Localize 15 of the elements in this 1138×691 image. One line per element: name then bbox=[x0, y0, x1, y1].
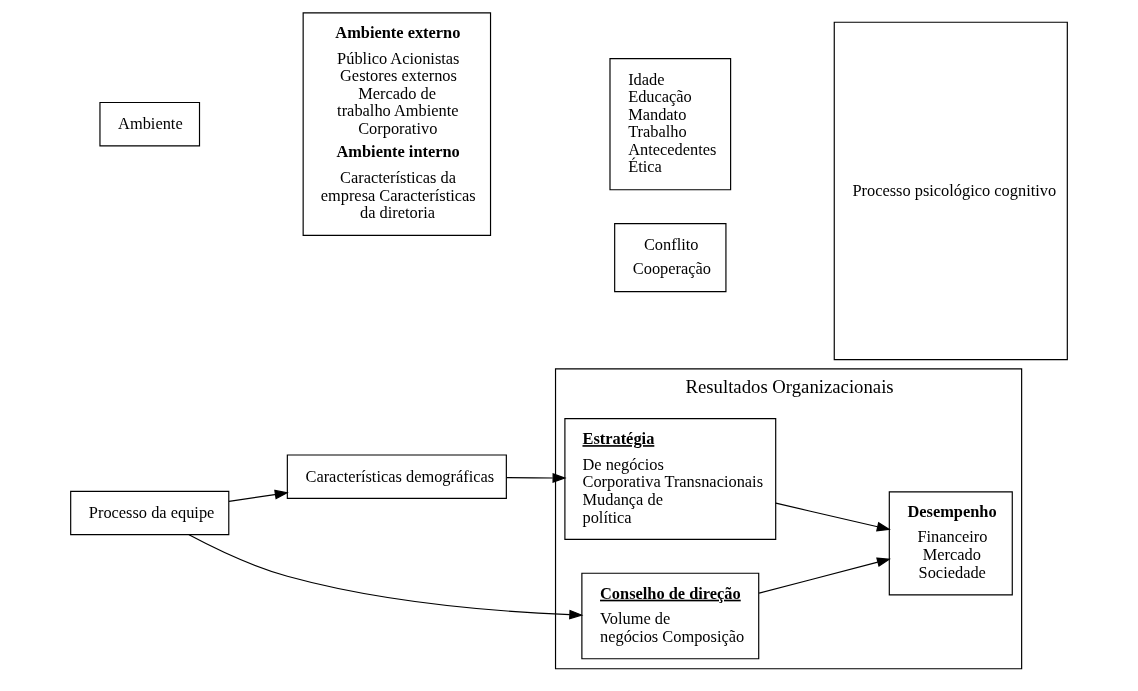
arrow bbox=[188, 534, 584, 620]
node-box: Processo da equipe bbox=[70, 490, 230, 536]
arrow bbox=[775, 502, 891, 532]
node-box: Processo psicológico cognitivo bbox=[833, 21, 1068, 361]
arrow bbox=[758, 557, 891, 594]
node-box: Ambiente externo Público Acionistas Gestores externos Mercado de trabalho Ambiente Corporativo Ambiente interno Características da empresa Características da diretoria bbox=[302, 12, 492, 236]
node-box: Idade Educação Mandato Trabalho Antecedentes Ética bbox=[609, 58, 732, 191]
node-box: Desempenho Financeiro Mercado Sociedade bbox=[888, 491, 1013, 596]
node-box: Estratégia De negócios Corporativa Transnacionais Mudança de política bbox=[564, 418, 777, 540]
arrow bbox=[228, 489, 289, 502]
arrow bbox=[506, 473, 567, 483]
node-box: Conflito Cooperação bbox=[614, 223, 727, 293]
node-box: Características demográficas bbox=[286, 454, 507, 499]
node-box: Ambiente bbox=[99, 101, 201, 147]
node-box: Conselho de direção Volume de negócios Composição bbox=[581, 572, 760, 660]
